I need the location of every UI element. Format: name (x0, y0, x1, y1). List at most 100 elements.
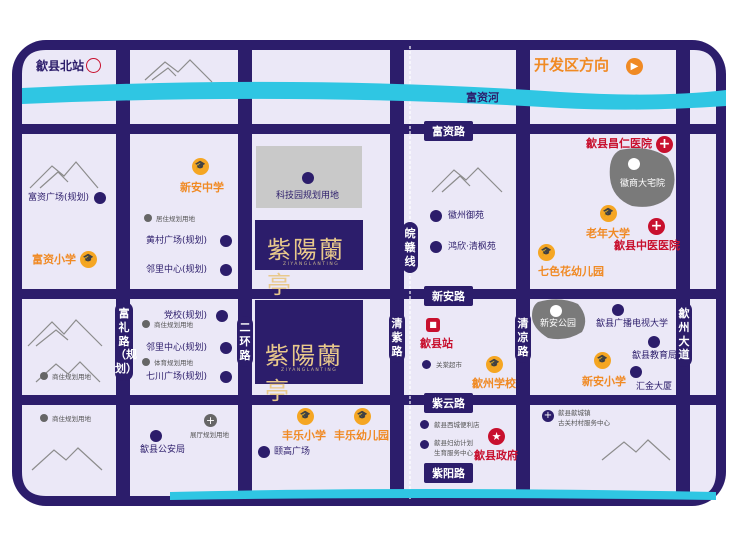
building-icon (628, 158, 640, 170)
project-box-south[interactable]: 紫陽蘭亭 ZIYANGLANTING (255, 300, 363, 405)
dev-zone-direction-label: 开发区方向 (534, 56, 610, 74)
project-box-north[interactable]: 紫陽蘭亭 ZIYANGLANTING (255, 220, 363, 299)
river-bottom (170, 489, 716, 500)
arrow-right-icon: ▶ (626, 58, 643, 75)
shecheng-town-line2: 古关村村服务中心 (558, 419, 610, 427)
building-icon (220, 235, 232, 247)
family-planning-line1: 歙县妇幼计划 (434, 439, 473, 447)
county-government[interactable]: 歙县政府 (474, 449, 518, 462)
wangan-line-label: 皖赣线 (402, 222, 418, 274)
building-icon (220, 371, 232, 383)
building-icon (430, 241, 442, 253)
location-pin-icon (86, 58, 101, 73)
building-icon (216, 310, 228, 322)
xinan-park-area (532, 299, 586, 340)
commercial-residential-land-label-2: 商住规划用地 (52, 373, 91, 381)
service-icon (420, 440, 429, 449)
train-icon: ■ (426, 318, 440, 332)
huijin-tower[interactable]: 汇金大厦 (636, 382, 673, 392)
city-blocks (22, 50, 716, 496)
commercial-residential-land-label-3: 商住规划用地 (52, 415, 91, 423)
erhuan-road-label: 二环路 (237, 316, 253, 368)
linli-center-south[interactable]: 邻里中心(规划) (146, 343, 208, 353)
hospital-icon: + (656, 136, 673, 153)
yigao-plaza[interactable]: 颐高广场 (274, 447, 311, 457)
huishang-house-area (609, 148, 675, 207)
dangxiao[interactable]: 党校(规划) (164, 311, 208, 321)
graduation-cap-icon: 🎓 (80, 251, 97, 268)
hospital-icon: + (648, 218, 665, 235)
graduation-cap-icon: 🎓 (486, 356, 503, 373)
north-station-label: 歙县北站 (36, 59, 85, 73)
building-icon (550, 305, 562, 317)
building-icon (258, 446, 270, 458)
sports-land-label: 体育规划用地 (154, 359, 193, 367)
shezhou-avenue-label: 歙州大道 (676, 302, 692, 367)
graduation-cap-icon: 🎓 (297, 408, 314, 425)
building-icon (612, 304, 624, 316)
project-subtitle: ZIYANGLANTING (283, 262, 340, 267)
laonian-university[interactable]: 老年大学 (586, 227, 630, 240)
building-icon (94, 192, 106, 204)
graduation-cap-icon: 🎓 (354, 408, 371, 425)
linli-center-north[interactable]: 邻里中心(规划) (146, 265, 208, 275)
police-bureau[interactable]: 歙县公安局 (140, 445, 186, 455)
graduation-cap-icon: 🎓 (192, 158, 209, 175)
fengle-primary-school[interactable]: 丰乐小学 (282, 429, 326, 442)
shecheng-town-line1: 歙县歙城镇 (558, 409, 591, 417)
building-icon (220, 264, 232, 276)
qingzi-road-label: 清紫路 (389, 312, 405, 364)
building-icon (630, 366, 642, 378)
family-planning-line2: 生育服务中心 (434, 449, 473, 457)
education-bureau[interactable]: 歙县教育局 (632, 351, 678, 361)
broadcast-tv-university[interactable]: 歙县广播电视大学 (596, 319, 669, 329)
fengle-kindergarten[interactable]: 丰乐幼儿园 (334, 429, 389, 442)
fuzi-plaza[interactable]: 富资广场(规划) (28, 193, 90, 203)
plus-icon: + (204, 414, 217, 427)
huangcun-plaza[interactable]: 黄村广场(规划) (146, 236, 208, 246)
plus-icon: + (542, 410, 554, 422)
xinan-primary-school[interactable]: 新安小学 (582, 375, 626, 388)
building-icon (220, 342, 232, 354)
xicheng-store: 歙县西城便利店 (434, 421, 480, 429)
sports-land-icon (142, 358, 150, 366)
residential-land-icon (142, 320, 150, 328)
residential-land-label: 居住规划用地 (156, 215, 195, 223)
graduation-cap-icon: 🎓 (594, 352, 611, 369)
shop-icon (420, 420, 429, 429)
xinan-middle-school[interactable]: 新安中学 (180, 181, 224, 194)
fuzi-road-label: 富资路 (424, 121, 473, 141)
huizhou-yuyuan[interactable]: 徽州御苑 (448, 211, 485, 221)
project-name: 紫陽蘭亭 (267, 236, 345, 299)
changren-hospital[interactable]: 歙县昌仁医院 (586, 137, 652, 150)
tech-park-label: 科技园规划用地 (276, 191, 340, 201)
star-icon: ★ (488, 428, 505, 445)
ziyun-road-label: 紫云路 (424, 393, 473, 413)
graduation-cap-icon: 🎓 (600, 205, 617, 222)
hongxin-qingfengyuan[interactable]: 鸿欣·清枫苑 (448, 242, 496, 252)
huishang-house[interactable]: 徽商大宅院 (620, 179, 666, 189)
tcm-hospital[interactable]: 歙县中医医院 (614, 239, 680, 252)
hall-land-label: 展厅规划用地 (190, 431, 229, 439)
commercial-residential-land-label: 商住规划用地 (154, 321, 193, 329)
residential-land-icon (40, 372, 48, 380)
project-subtitle: ZIYANGLANTING (281, 368, 338, 373)
mountain-sketches (27, 59, 671, 471)
project-name: 紫陽蘭亭 (265, 342, 343, 405)
building-icon (430, 210, 442, 222)
xinan-park[interactable]: 新安公园 (540, 319, 577, 329)
shezhou-school[interactable]: 歙州学校 (472, 377, 516, 390)
residential-land-icon (40, 414, 48, 422)
county-station-label[interactable]: 歙县站 (420, 337, 453, 350)
guantang-supermarket: 关棠超市 (436, 361, 462, 369)
residential-land-icon (144, 214, 152, 222)
qichuan-plaza[interactable]: 七川广场(规划) (146, 372, 208, 382)
qise-kindergarten[interactable]: 七色花幼儿园 (538, 265, 604, 278)
shop-icon (422, 360, 431, 369)
graduation-cap-icon: 🎓 (538, 244, 555, 261)
ziyang-road-label: 紫阳路 (424, 463, 473, 483)
fuzi-primary-school[interactable]: 富资小学 (32, 253, 76, 266)
xinan-road-label: 新安路 (424, 286, 473, 306)
tech-park-icon (302, 172, 314, 184)
